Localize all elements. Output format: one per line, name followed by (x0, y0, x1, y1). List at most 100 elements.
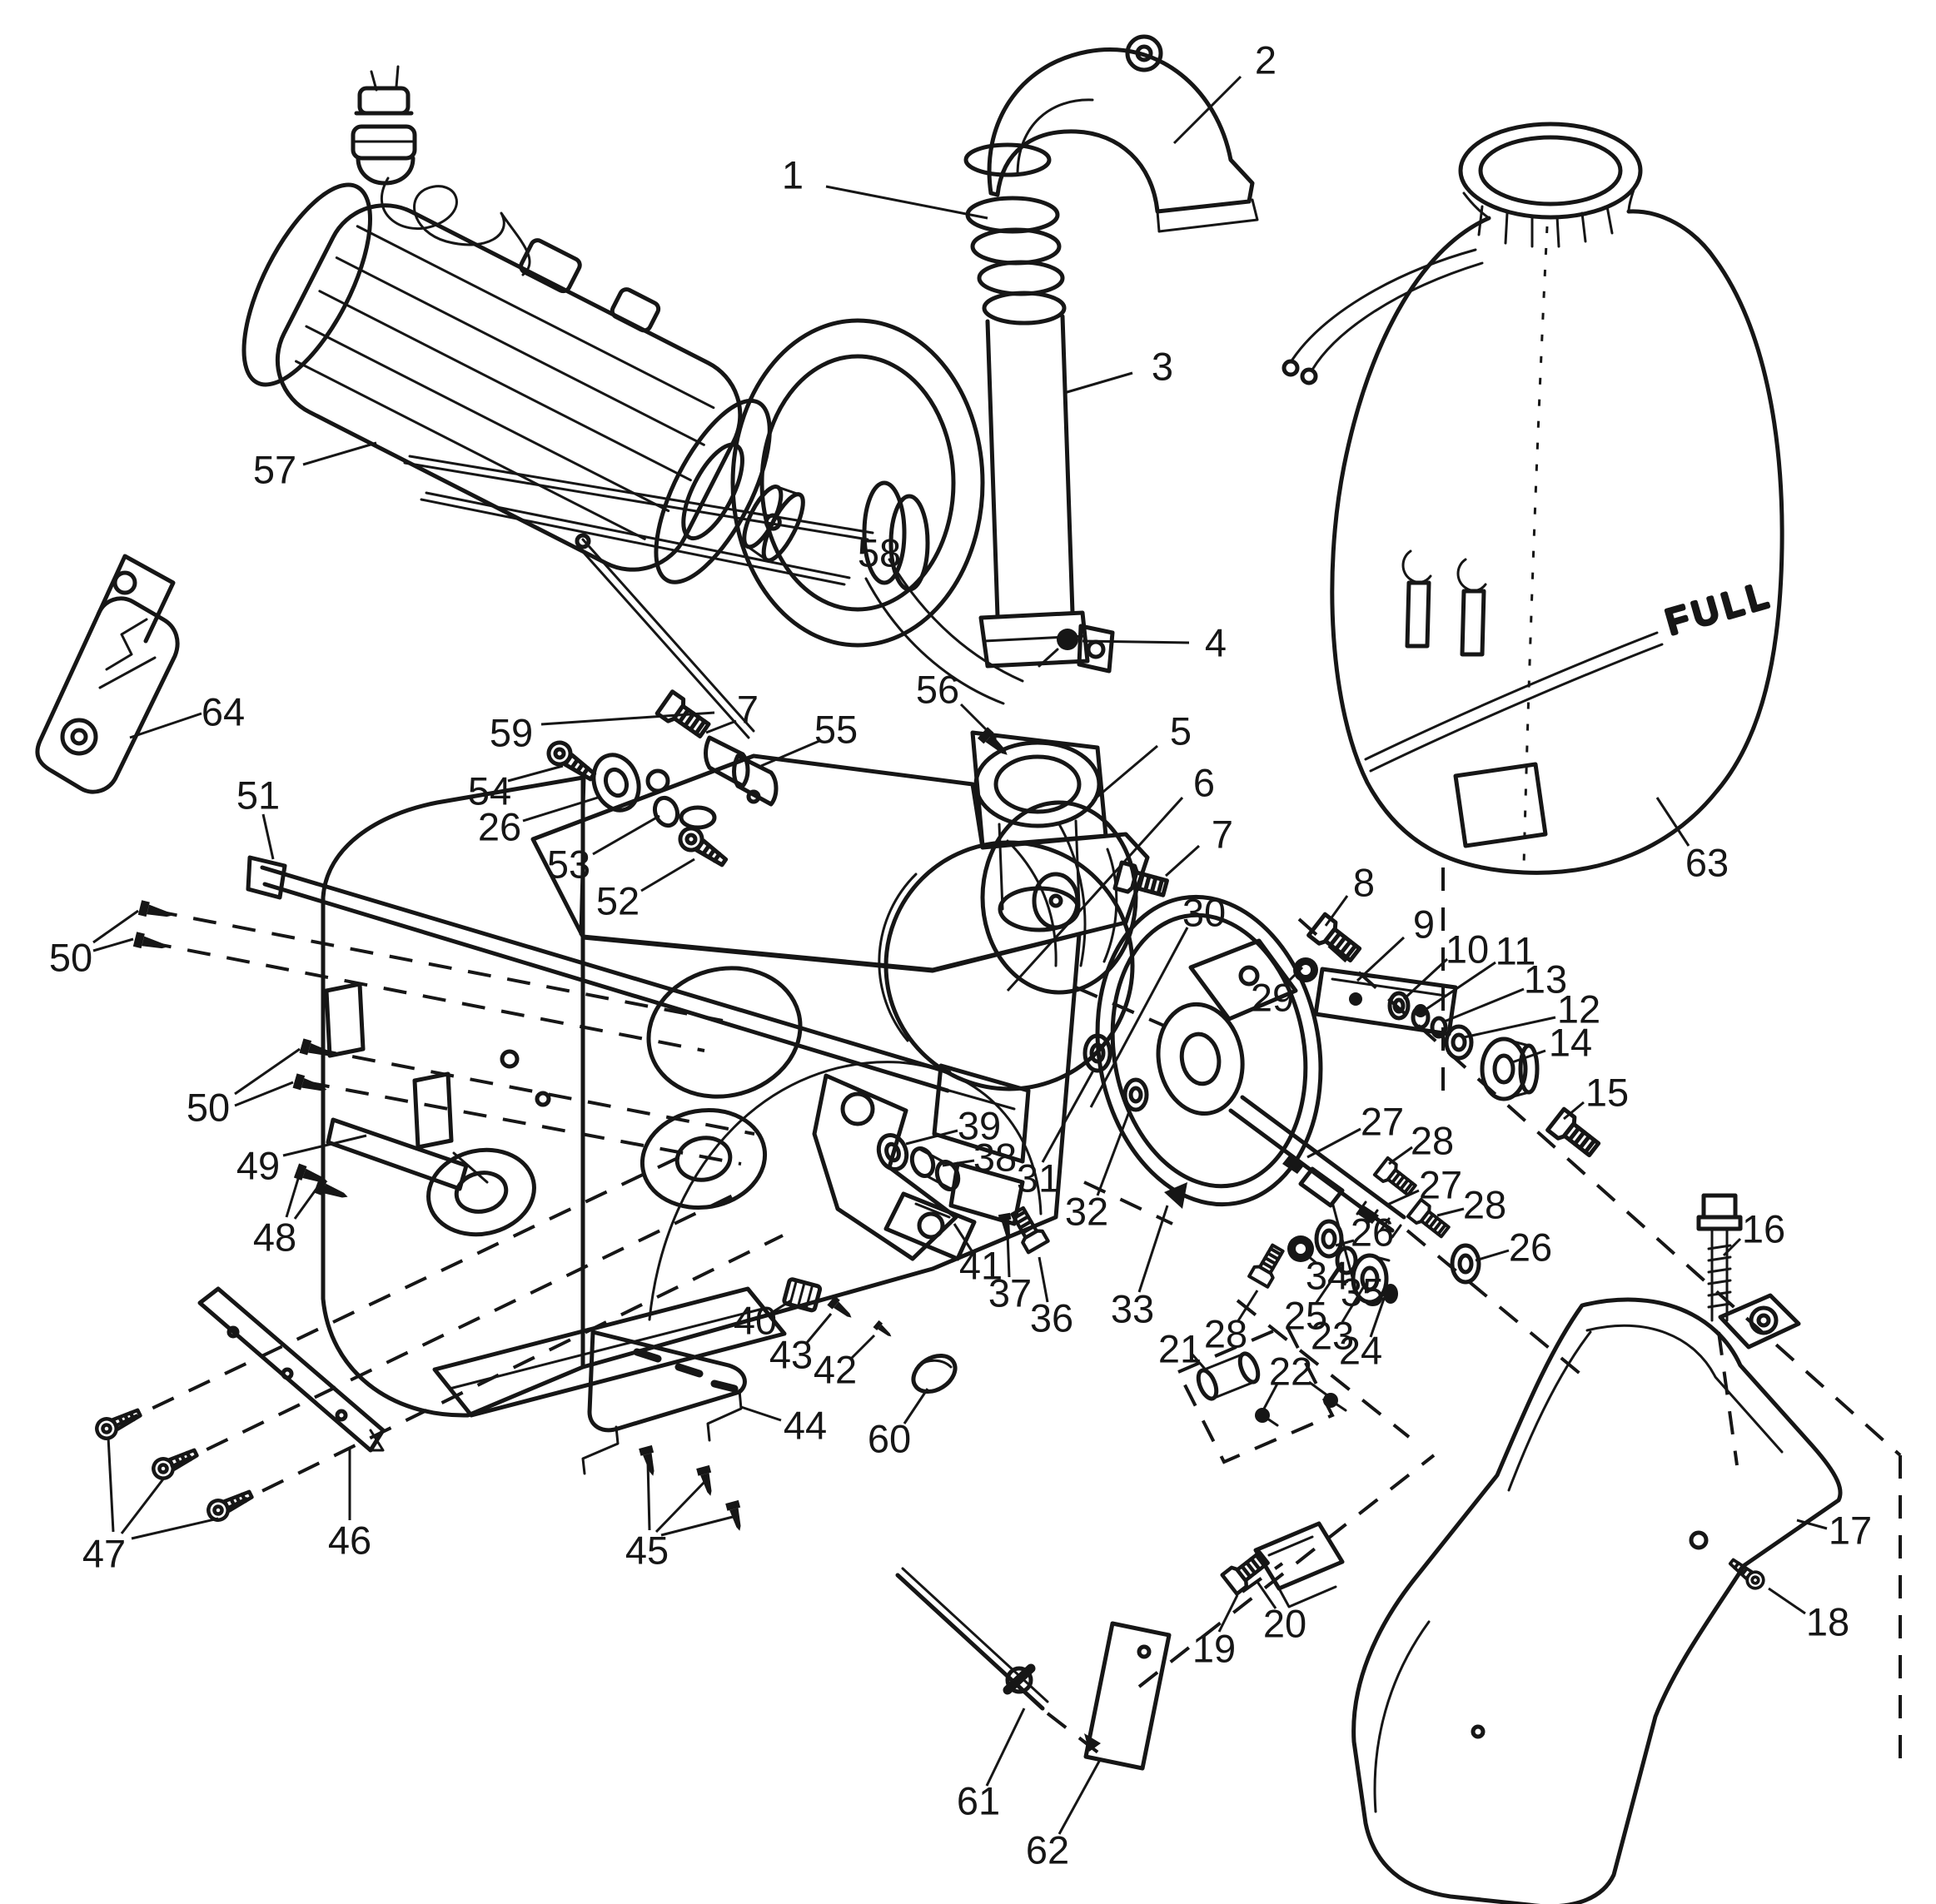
linkage (812, 1073, 958, 1261)
callout-leader-53 (592, 814, 660, 856)
callout-leader-51 (261, 813, 275, 860)
belt-guard (1351, 1297, 1843, 1904)
washer-10 (1387, 991, 1411, 1021)
callout-leader-10 (1402, 957, 1449, 1001)
callout-leader-50 (92, 909, 139, 944)
callout-leader-9 (1356, 936, 1406, 982)
callout-leader-5 (1092, 744, 1158, 803)
callout-leader-32 (1096, 1106, 1132, 1196)
callout-19: 19 (1192, 1627, 1236, 1671)
callout-16: 16 (1742, 1207, 1785, 1251)
callout-13: 13 (1524, 957, 1567, 1002)
callout-63: 63 (1685, 841, 1729, 885)
callout-12: 12 (1557, 987, 1600, 1032)
callout-7: 7 (737, 688, 759, 732)
callout-7: 7 (1212, 813, 1233, 857)
callout-leader-13 (1441, 987, 1525, 1024)
callout-leader-45 (660, 1515, 734, 1537)
wedge-41 (883, 1191, 977, 1261)
callout-leader-28 (1388, 1146, 1413, 1166)
callout-37: 37 (988, 1271, 1032, 1315)
callout-40: 40 (734, 1299, 777, 1343)
callout-9: 9 (1413, 902, 1435, 947)
callout-leader-37 (1006, 1233, 1011, 1278)
disc-assembly (1095, 894, 1406, 1239)
callout-leader-35 (1331, 1201, 1354, 1278)
callout-leader-28 (1236, 1290, 1259, 1323)
callout-leader-41 (953, 1223, 974, 1253)
callout-62: 62 (1026, 1828, 1069, 1872)
callout-leader-47 (131, 1517, 219, 1540)
callout-60: 60 (868, 1417, 911, 1461)
impeller (980, 800, 1138, 995)
callout-leader-50 (234, 1081, 294, 1107)
callout-29: 29 (1251, 976, 1294, 1020)
callout-50: 50 (49, 936, 92, 980)
callout-51: 51 (236, 773, 280, 818)
callout-64: 64 (202, 690, 245, 734)
callout-53: 53 (547, 843, 590, 887)
callout-26: 26 (478, 805, 521, 849)
blade-rods (403, 455, 874, 586)
callout-leader-34 (1306, 1254, 1318, 1265)
alignment-dashes (116, 226, 1902, 1775)
pin-61 (895, 1567, 1049, 1711)
power-cord (381, 176, 531, 276)
callout-47: 47 (82, 1532, 126, 1576)
callout-leader-40 (772, 1299, 792, 1314)
callout-28: 28 (1411, 1119, 1454, 1163)
callout-leader-59 (540, 711, 715, 726)
callout-36: 36 (1030, 1296, 1073, 1340)
callout-leader-26 (522, 796, 599, 823)
callout-leader-60 (903, 1388, 929, 1424)
callout-leader-1 (825, 185, 988, 220)
callout-21: 21 (1158, 1327, 1202, 1371)
callout-56: 56 (916, 668, 959, 712)
callout-6: 6 (1193, 761, 1215, 805)
callout-leader-47 (107, 1436, 115, 1533)
callout-15: 15 (1585, 1071, 1629, 1115)
callout-59: 59 (490, 711, 533, 755)
bearing-12 (1444, 1024, 1474, 1061)
callout-11: 11 (1496, 929, 1536, 973)
callout-leader-4 (1082, 639, 1190, 644)
callout-leader-49 (282, 1134, 367, 1157)
callout-leader-50 (92, 937, 134, 952)
plate-44 (587, 1330, 747, 1433)
callout-44: 44 (784, 1404, 827, 1448)
callout-leader-22 (1308, 1380, 1328, 1397)
callout-leader-14 (1511, 1049, 1546, 1064)
callout-leader-7 (1164, 844, 1201, 877)
callout-42: 42 (814, 1348, 857, 1392)
callout-leader-55 (760, 739, 820, 768)
callout-61: 61 (957, 1779, 1000, 1823)
callout-27: 27 (1361, 1100, 1404, 1144)
callout-25: 25 (1284, 1294, 1327, 1338)
callout-leader-28 (1436, 1207, 1465, 1217)
callout-leader-39 (905, 1129, 958, 1146)
rail-51 (246, 855, 1031, 1226)
callout-38: 38 (973, 1136, 1017, 1180)
drop-tube (985, 314, 1075, 619)
callout-5: 5 (1170, 709, 1192, 753)
clamp-screw (1057, 629, 1078, 650)
callout-leader-52 (640, 858, 695, 892)
bag-drawstring (1282, 248, 1484, 385)
callout-leader-7 (705, 719, 737, 734)
callout-leader-29 (1284, 966, 1304, 986)
callout-55: 55 (814, 708, 858, 752)
callout-leader-17 (1796, 1519, 1828, 1530)
callout-leader-24 (1369, 1298, 1386, 1338)
callout-14: 14 (1549, 1021, 1592, 1065)
callout-leader-45 (654, 1480, 706, 1534)
housing-body (321, 775, 1082, 1418)
callout-33: 33 (1111, 1287, 1154, 1331)
callout-28: 28 (1463, 1183, 1506, 1227)
fastener-cluster-right (1249, 914, 1602, 1287)
callout-10: 10 (1446, 927, 1489, 972)
callout-leader-43 (804, 1313, 833, 1345)
callout-leader-54 (507, 764, 564, 783)
callout-41: 41 (959, 1244, 1003, 1288)
callout-leader-36 (1038, 1256, 1049, 1303)
